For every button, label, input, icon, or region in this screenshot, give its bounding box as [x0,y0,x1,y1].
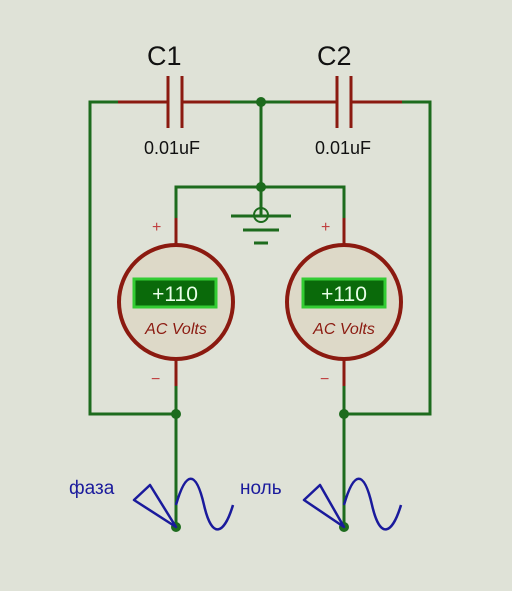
meter-minus-terminal: − [320,371,329,388]
terminal-icon [132,483,178,529]
capacitor-c1[interactable]: C1 0.01uF [118,41,230,158]
ground-icon [231,207,291,245]
terminal-icon [302,483,346,529]
capacitor-c2-value: 0.01uF [315,138,371,158]
voltmeter-right[interactable]: +110 AC Volts + − [285,218,403,388]
capacitor-c2-label: C2 [317,41,352,71]
meter-unit: AC Volts [312,321,375,338]
capacitor-c1-value: 0.01uF [144,138,200,158]
capacitor-c1-label: C1 [147,41,182,71]
meter-display [301,277,387,309]
capacitor-c2[interactable]: C2 0.01uF [290,41,402,158]
junction-dot [256,182,266,192]
meter-unit: AC Volts [144,321,207,338]
meter-reading: +110 [152,283,198,306]
junction-dot [171,409,181,419]
meter-plus-terminal: + [152,219,161,236]
junction-dot [256,97,266,107]
sine-wave-icon [342,477,403,531]
ac-source-neutral[interactable]: ноль [240,477,403,531]
meter-plus-terminal: + [321,219,330,236]
junction-dot [339,409,349,419]
meter-minus-terminal: − [151,371,160,388]
source-label-phase: фаза [69,478,115,499]
source-label-neutral: ноль [240,478,282,499]
wire-left-loop [88,100,176,416]
sine-wave-icon [174,477,235,531]
meter-display [132,277,218,309]
ac-source-phase[interactable]: фаза [69,477,235,531]
voltmeter-left[interactable]: +110 AC Volts + − [117,218,235,388]
meter-reading: +110 [321,283,367,306]
wire-right-loop [344,100,432,416]
